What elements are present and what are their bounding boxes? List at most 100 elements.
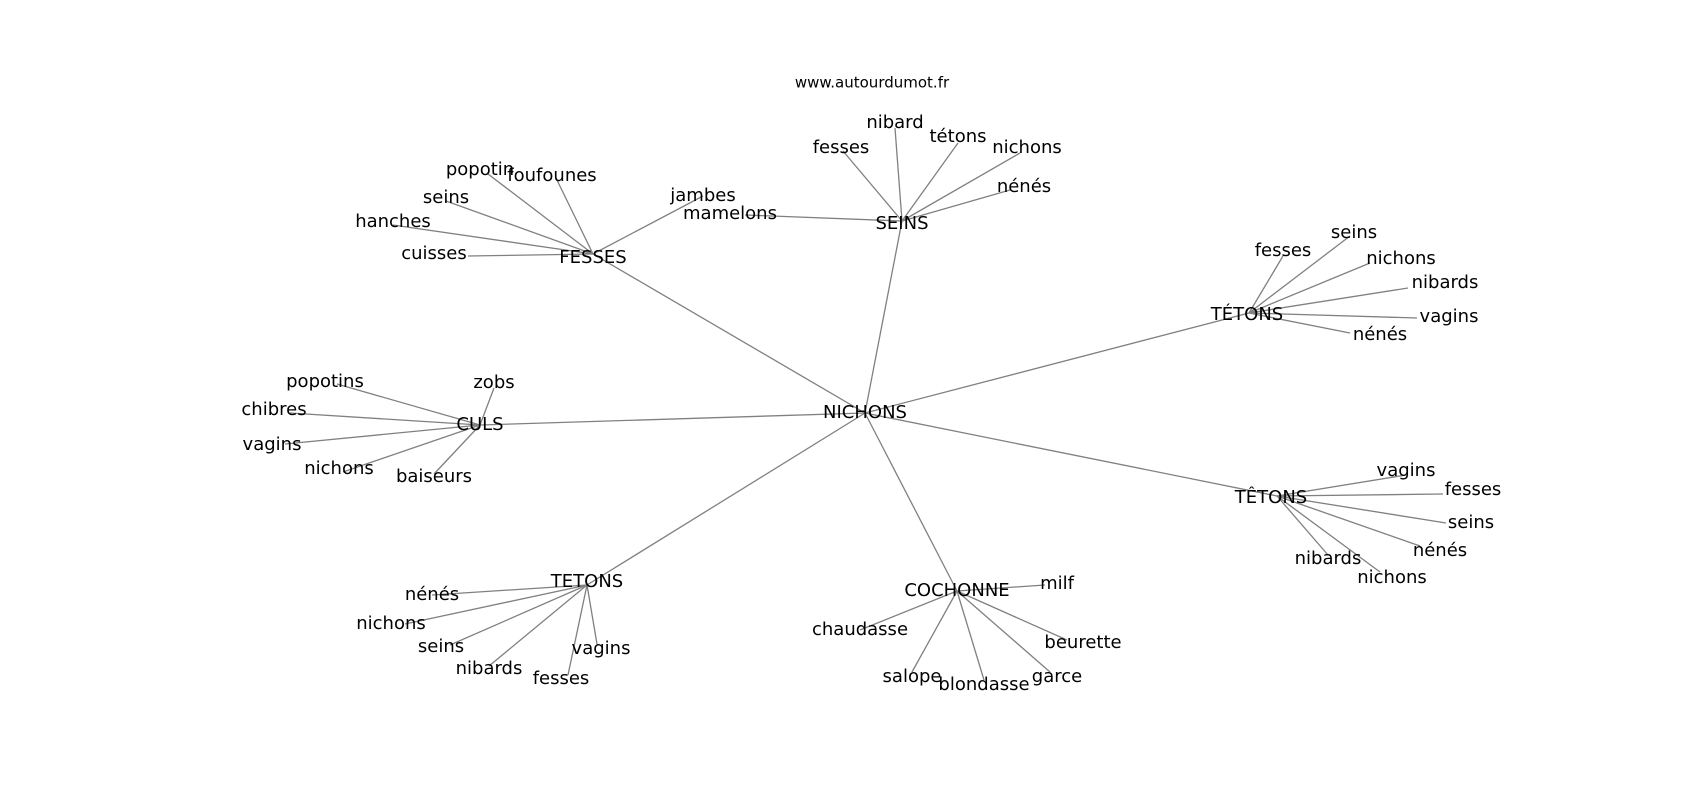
edge-tetons-circ-2 <box>1276 495 1447 524</box>
leaf-node-label: seins <box>423 187 469 208</box>
center-node-label: NICHONS <box>823 402 907 423</box>
edge-center-cochonne <box>864 412 958 592</box>
hub-node-label-cochonne: COCHONNE <box>904 580 1009 601</box>
edge-cochonne-5 <box>911 590 958 673</box>
edge-tetons-5 <box>586 584 598 645</box>
leaf-node-label: nénés <box>1353 324 1407 345</box>
edge-tetons-circ-4 <box>1276 495 1381 573</box>
graph-edges <box>284 127 1447 681</box>
leaf-node-label: popotins <box>286 371 364 392</box>
edge-seins-1 <box>842 150 903 222</box>
leaf-node-label: tétons <box>930 126 987 147</box>
edge-tetons-2 <box>449 584 588 646</box>
leaf-node-label: nibard <box>866 112 923 133</box>
edge-center-tetons <box>586 412 866 586</box>
edge-seins-5 <box>901 189 1011 222</box>
leaf-node-label: nichons <box>1357 567 1427 588</box>
edge-cochonne-1 <box>859 590 958 631</box>
edge-cochonne-3 <box>956 590 1051 673</box>
edge-tetons-circ-3 <box>1276 495 1421 547</box>
leaf-node-label: vagins <box>243 434 302 455</box>
leaf-node-label: blondasse <box>938 674 1029 695</box>
hub-node-label-seins: SEINS <box>876 213 929 234</box>
edge-seins-0 <box>744 214 903 222</box>
edge-cochonne-4 <box>956 590 985 681</box>
leaf-node-label: beurette <box>1044 632 1121 653</box>
edge-tetons-0 <box>431 584 588 596</box>
leaf-node-label: baiseurs <box>396 466 472 487</box>
edge-culs-1 <box>336 383 481 426</box>
edge-center-culs <box>479 412 866 426</box>
edge-tetons-acute-2 <box>1248 262 1371 314</box>
hub-node-label-tetons: TETONS <box>550 571 623 592</box>
edge-tetons-circ-0 <box>1276 474 1407 497</box>
edge-center-fesses <box>592 253 866 414</box>
leaf-node-label: salope <box>883 666 942 687</box>
leaf-node-label: nichons <box>1366 248 1436 269</box>
leaf-node-label: vagins <box>1377 460 1436 481</box>
leaf-node-label: fesses <box>1255 240 1312 261</box>
edge-tetons-acute-4 <box>1248 312 1418 319</box>
leaf-node-label: seins <box>1448 512 1494 533</box>
leaf-node-label: popotin <box>446 159 514 180</box>
leaf-node-label: chaudasse <box>812 619 908 640</box>
leaf-node-label: fesses <box>1445 479 1502 500</box>
leaf-node-label: mamelons <box>683 203 777 224</box>
leaf-node-label: nibards <box>1412 272 1479 293</box>
edge-tetons-1 <box>404 584 588 625</box>
site-credit: www.autourdumot.fr <box>795 74 950 92</box>
leaf-node-label: vagins <box>572 638 631 659</box>
leaf-node-label: jambes <box>669 185 735 206</box>
leaf-node-label: nibards <box>456 658 523 679</box>
leaf-node-label: cuisses <box>401 243 467 264</box>
leaf-node-label: nénés <box>1413 540 1467 561</box>
hub-node-label-fesses: FESSES <box>559 247 626 268</box>
leaf-node-label: nichons <box>356 613 426 634</box>
leaf-node-label: garce <box>1032 666 1082 687</box>
edge-tetons-circ-5 <box>1276 495 1329 556</box>
edge-cochonne-0 <box>956 584 1046 592</box>
leaf-node-label: nénés <box>405 584 459 605</box>
leaf-node-label: nichons <box>304 458 374 479</box>
leaf-node-label: chibres <box>241 399 306 420</box>
leaf-node-label: foufounes <box>507 165 596 186</box>
hub-node-label-tetons-circ: TÊTONS <box>1234 486 1307 508</box>
edge-culs-2 <box>289 412 481 426</box>
edge-seins-3 <box>901 142 959 222</box>
leaf-node-label: nichons <box>992 137 1062 158</box>
edge-tetons-circ-1 <box>1276 493 1444 497</box>
edge-tetons-acute-3 <box>1248 287 1409 314</box>
leaf-node-label: hanches <box>355 211 431 232</box>
graph-labels: www.autourdumot.fr NICHONS FESSES jambes fo… <box>241 74 1501 696</box>
edge-tetons-3 <box>488 584 588 667</box>
leaf-node-label: milf <box>1040 573 1075 594</box>
leaf-node-label: vagins <box>1420 306 1479 327</box>
edge-center-seins <box>864 220 903 414</box>
leaf-node-label: nénés <box>997 176 1051 197</box>
edge-fesses-5 <box>467 253 594 257</box>
edge-seins-4 <box>901 152 1021 222</box>
edge-tetons-acute-0 <box>1248 255 1284 314</box>
hub-node-label-culs: CULS <box>456 414 503 435</box>
leaf-node-label: fesses <box>533 668 590 689</box>
leaf-node-label: fesses <box>813 137 870 158</box>
leaf-node-label: zobs <box>473 372 514 393</box>
edge-tetons-acute-1 <box>1248 235 1351 314</box>
edge-fesses-0 <box>592 195 704 255</box>
edge-fesses-4 <box>392 224 594 255</box>
edge-center-tetons-acute <box>864 312 1250 414</box>
hub-node-label-tetons-acute: TÉTONS <box>1210 303 1283 325</box>
edge-center-tetons-circ <box>864 412 1278 497</box>
leaf-node-label: seins <box>1331 222 1377 243</box>
edge-culs-5 <box>433 424 481 475</box>
edge-fesses-3 <box>445 200 594 255</box>
edge-fesses-1 <box>555 177 594 255</box>
edge-culs-0 <box>479 387 495 426</box>
edge-fesses-2 <box>487 173 594 255</box>
edge-tetons-acute-5 <box>1248 312 1351 334</box>
edge-culs-3 <box>284 424 481 445</box>
edge-culs-4 <box>342 424 481 473</box>
edge-seins-2 <box>894 127 903 222</box>
edge-cochonne-2 <box>956 590 1068 641</box>
